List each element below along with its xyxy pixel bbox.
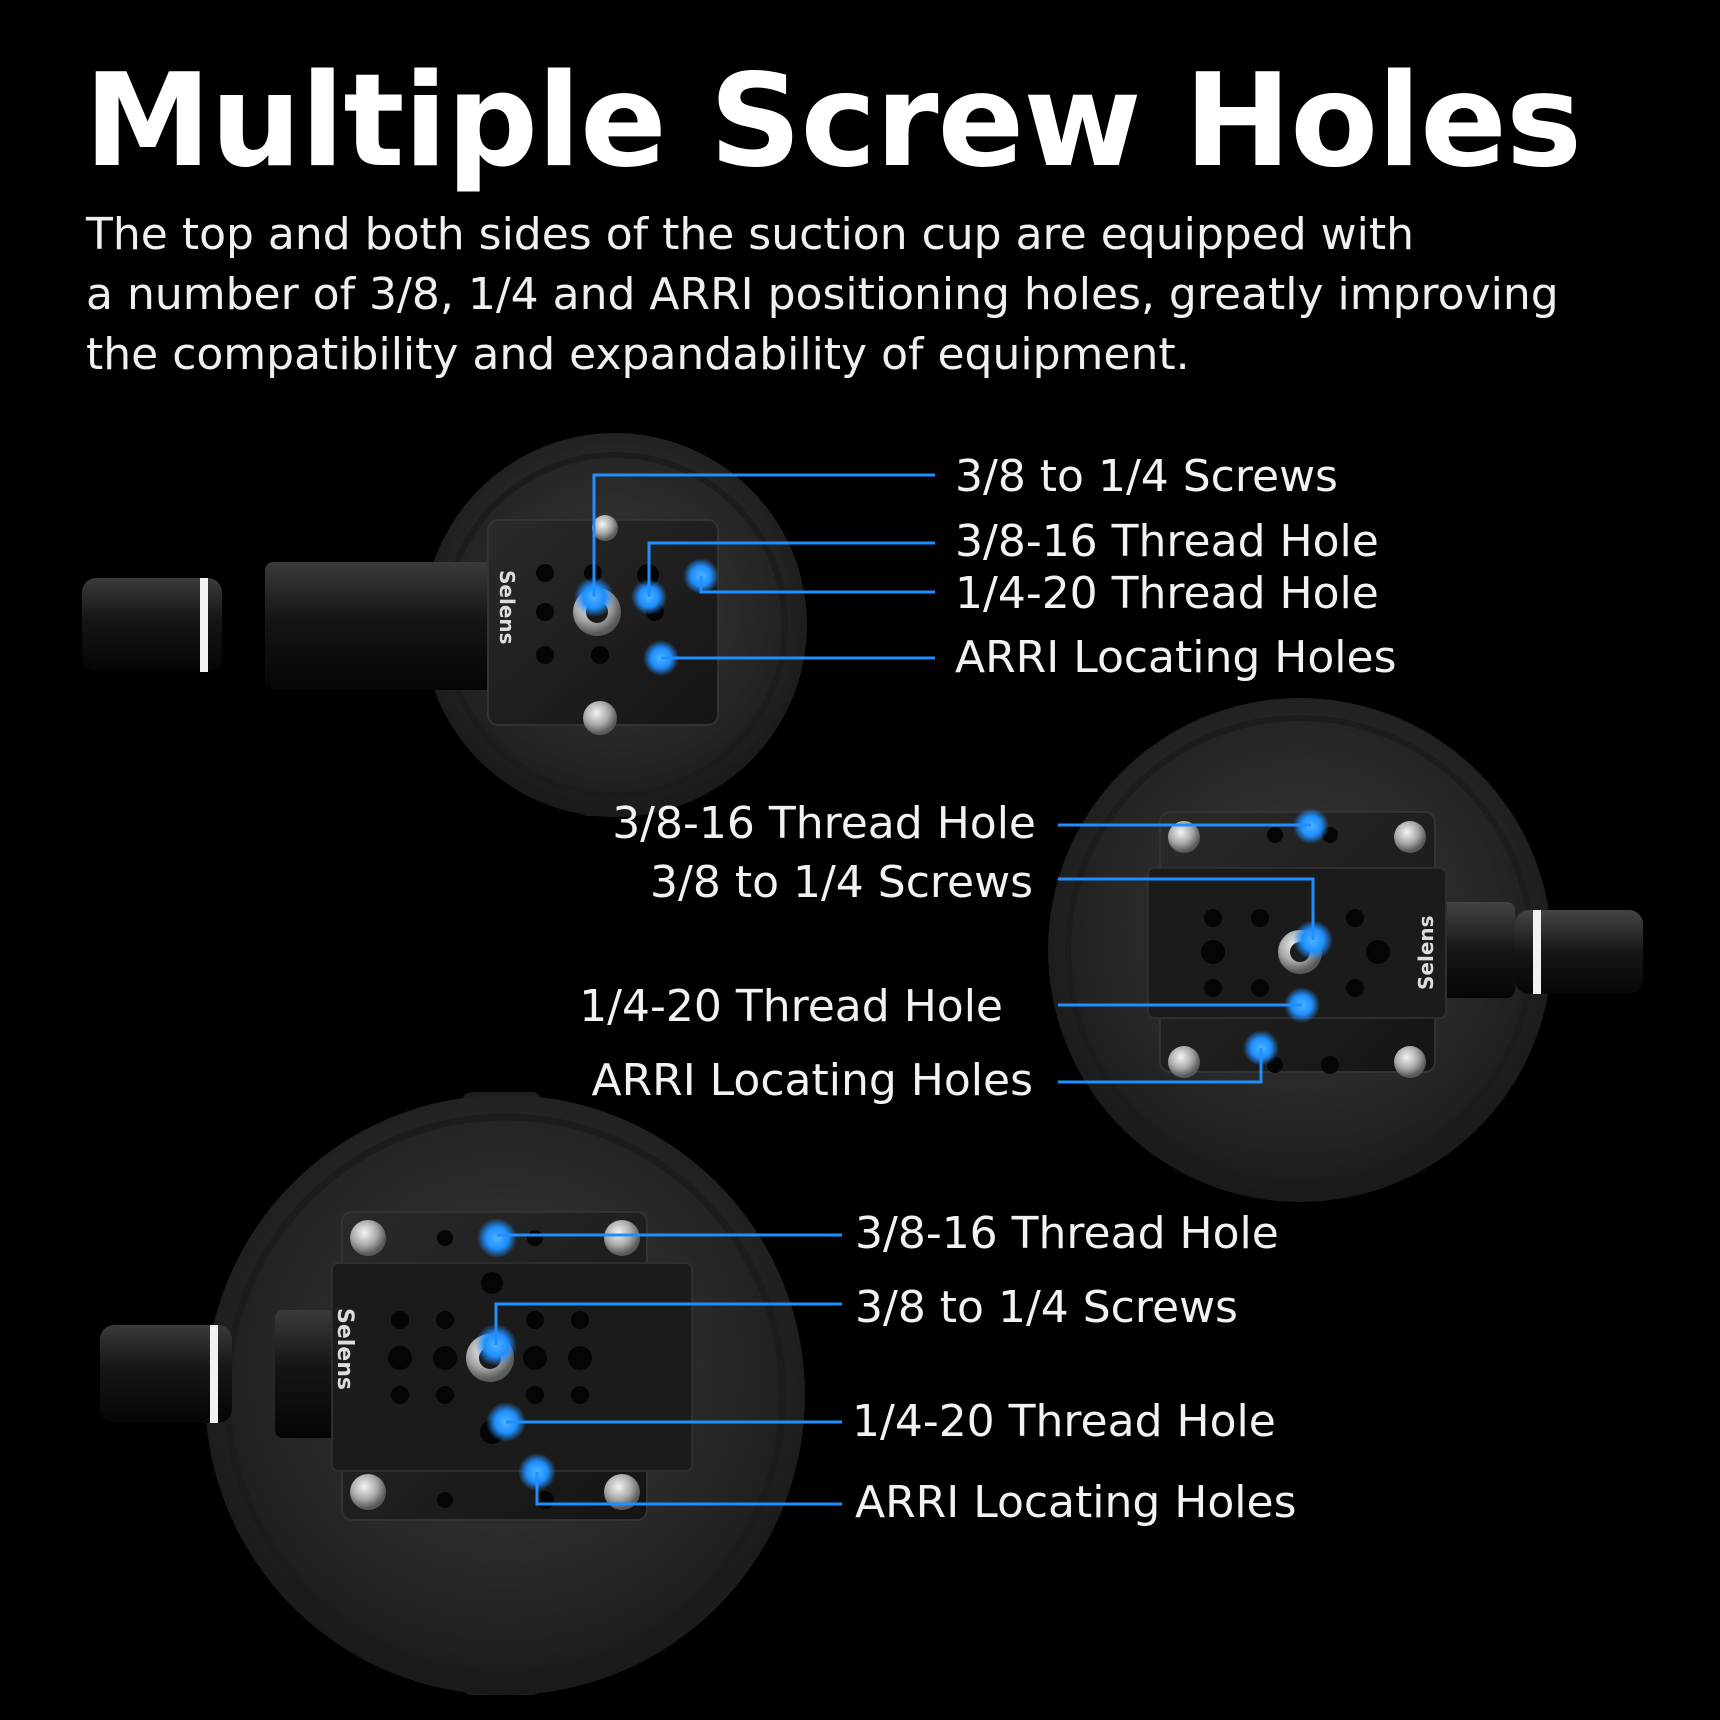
brand-logo: Selens <box>332 1308 357 1390</box>
label-right-arri: ARRI Locating Holes <box>591 1055 1033 1106</box>
label-top-thread-14: 1/4-20 Thread Hole <box>955 568 1379 619</box>
description-line-1: The top and both sides of the suction cu… <box>86 209 1415 260</box>
label-bottom-thread-38: 3/8-16 Thread Hole <box>855 1208 1279 1259</box>
label-top-thread-38: 3/8-16 Thread Hole <box>955 516 1379 567</box>
brand-logo: Selens <box>495 570 519 645</box>
label-bottom-thread-14: 1/4-20 Thread Hole <box>852 1396 1276 1447</box>
brand-logo: Selens <box>1414 915 1438 990</box>
label-bottom-arri: ARRI Locating Holes <box>855 1477 1297 1528</box>
description-line-3: the compatibility and expandability of e… <box>86 329 1190 380</box>
page-title: Multiple Screw Holes <box>84 47 1582 196</box>
description-line-2: a number of 3/8, 1/4 and ARRI positionin… <box>86 269 1559 320</box>
label-top-arri: ARRI Locating Holes <box>955 632 1397 683</box>
label-right-thread-38: 3/8-16 Thread Hole <box>612 798 1036 849</box>
suction-cup-right: Selens <box>1048 698 1643 1202</box>
suction-cup-top: Selens <box>82 433 935 817</box>
label-right-screws: 3/8 to 1/4 Screws <box>650 857 1033 908</box>
label-right-thread-14: 1/4-20 Thread Hole <box>579 981 1003 1032</box>
description: The top and both sides of the suction cu… <box>86 205 1686 385</box>
label-bottom-screws: 3/8 to 1/4 Screws <box>855 1282 1238 1333</box>
label-top-screws: 3/8 to 1/4 Screws <box>955 451 1338 502</box>
suction-cup-bottom: Selens <box>100 1092 842 1695</box>
